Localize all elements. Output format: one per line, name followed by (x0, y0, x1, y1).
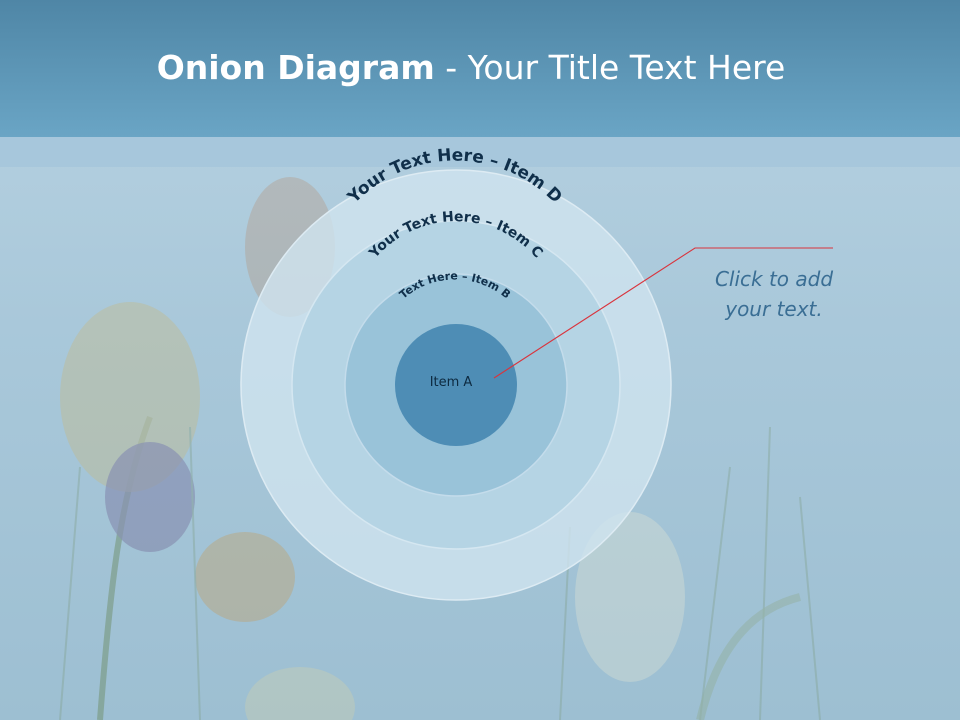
title-bar (0, 0, 960, 137)
callout-text-line-2: your text. (725, 297, 823, 321)
layer-a-core[interactable] (395, 324, 517, 446)
slide-title-bold: Onion Diagram (156, 48, 435, 87)
background-flowers-image (59, 177, 821, 720)
callout-text-line-1: Click to add (714, 267, 834, 291)
callout-text-box[interactable]: Click to add your text. (694, 264, 854, 324)
callout-line (493, 247, 833, 379)
title-bar-underline (0, 137, 960, 167)
slide-title-rest: - Your Title Text Here (434, 48, 786, 87)
slide-title[interactable]: Onion Diagram - Your Title Text Here (0, 46, 942, 90)
layer-a-label: Item A (430, 375, 473, 390)
